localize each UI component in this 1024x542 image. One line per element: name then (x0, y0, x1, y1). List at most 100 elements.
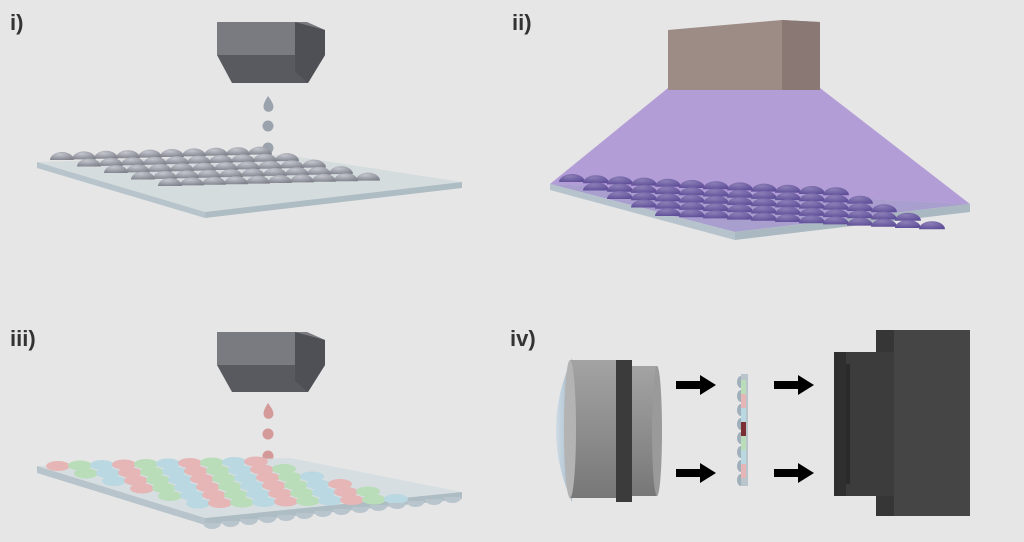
microlens (170, 163, 194, 172)
panel-iv-scene (556, 330, 970, 516)
microlens (153, 170, 177, 179)
microlens (799, 200, 825, 209)
microlens (425, 499, 443, 505)
microlens-array (559, 174, 945, 230)
microlens (727, 211, 753, 220)
color-filter-pixel (318, 495, 342, 506)
microlens (231, 154, 255, 163)
microlens (180, 177, 204, 186)
panel-iii-scene (37, 332, 462, 529)
microlens (775, 206, 801, 215)
microlens (607, 176, 633, 185)
microlens (240, 519, 258, 525)
color-filter-pixel (184, 466, 208, 476)
microlens (143, 156, 167, 165)
color-filter-pixel (300, 471, 324, 482)
microlens (737, 418, 741, 430)
microlens (895, 220, 921, 228)
color-filter-pixel (230, 497, 254, 508)
microlens (703, 195, 729, 204)
color-filter-pixel (140, 467, 164, 477)
microlens (655, 193, 681, 202)
microlens (737, 446, 741, 458)
microlens (158, 178, 182, 186)
color-filter-pixel (290, 488, 314, 498)
microlens (202, 176, 226, 185)
color-filter-pixel (234, 473, 258, 483)
microlens (607, 191, 633, 199)
microlens (631, 184, 657, 193)
microlens (295, 513, 314, 519)
microlens (165, 156, 189, 165)
microlens (679, 187, 705, 196)
color-filter-pixel (90, 460, 114, 470)
droplet (262, 120, 274, 132)
arrow-right-icon (676, 375, 716, 395)
microlens (823, 194, 849, 203)
microlens (248, 146, 272, 155)
microlens (182, 148, 206, 157)
lens-icon (556, 358, 662, 502)
color-filter-pixel (202, 490, 226, 500)
microlens (204, 147, 228, 156)
microlens (847, 210, 873, 219)
microlens (655, 178, 681, 187)
microlens (314, 511, 332, 517)
color-filter-pixel (96, 468, 120, 478)
color-filter-pixel (340, 495, 364, 505)
microlens (847, 203, 873, 211)
microlens (703, 181, 729, 190)
color-filter-pixel (222, 457, 246, 467)
microlens (290, 174, 314, 183)
arrow-right-icon (774, 463, 814, 483)
color-filter-pixel (212, 473, 236, 484)
microlens (94, 150, 119, 159)
microlens (631, 192, 657, 201)
uv-light-cone (550, 88, 970, 204)
microlens (655, 186, 681, 195)
microlens (799, 186, 825, 194)
camera-icon (834, 330, 970, 516)
color-filter-pixel (112, 459, 136, 470)
microlens (203, 523, 221, 529)
color-filter-pixel (224, 489, 248, 500)
microlens-array (50, 146, 380, 186)
microlens (160, 149, 184, 157)
arrow-right-icon (676, 463, 716, 483)
color-filter-pixel (186, 498, 210, 509)
microlens (751, 190, 777, 199)
color-filter-pixel (190, 474, 214, 484)
panel-label-ii: ii) (512, 10, 532, 35)
microlens (138, 149, 162, 158)
microlens (751, 198, 777, 207)
color-filter-pixel (268, 488, 292, 499)
color-filter-pixel (296, 496, 320, 506)
microlens (919, 221, 945, 230)
microlens (751, 205, 777, 214)
microlens (209, 154, 233, 163)
color-filter-pixel (196, 482, 220, 492)
microlens (307, 166, 331, 175)
color-filter-pixel (178, 458, 202, 468)
microlens (737, 432, 741, 444)
microlens (406, 501, 425, 507)
panel-i-scene (37, 22, 462, 218)
color-filter-pixel (162, 466, 186, 477)
microlens (126, 164, 150, 173)
microlens (847, 195, 873, 204)
microlens (356, 172, 380, 181)
microlens (775, 184, 801, 193)
microlens (268, 175, 292, 183)
color-filter-pixel (102, 476, 126, 486)
droplet (263, 403, 274, 419)
microlens (302, 159, 326, 168)
color-filter-pixel (362, 494, 386, 505)
microlens (175, 170, 199, 179)
microlens (751, 212, 777, 221)
microlens (775, 199, 801, 208)
microlens (655, 200, 681, 209)
microlens (727, 182, 753, 191)
color-filter-pixel (146, 475, 170, 485)
microlens (631, 177, 657, 186)
